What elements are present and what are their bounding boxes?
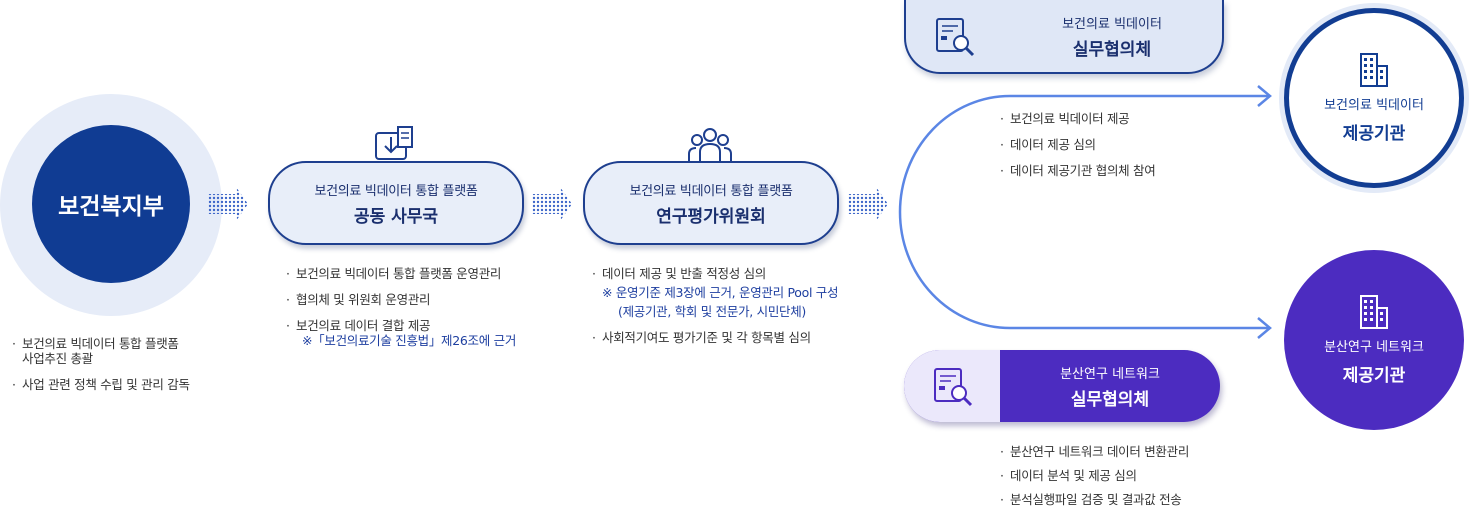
committee-node: 보건의료 빅데이터 통합 플랫폼 연구평가위원회 (583, 161, 839, 245)
bigdata-duty-2: 데이터 제공 심의 (1000, 137, 1240, 152)
committee-title-line2: 연구평가위원회 (656, 206, 766, 227)
distributed-group-node: 분산연구 네트워크 실무협의체 (904, 350, 1220, 422)
distributed-duty-1: 분산연구 네트워크 데이터 변환관리 (1000, 444, 1260, 459)
secretariat-title-line2: 공동 사무국 (353, 206, 439, 227)
distributed-provider-title-line2: 제공기관 (1342, 366, 1406, 386)
bigdata-provider-title-line1: 보건의료 빅데이터 (1324, 98, 1424, 113)
distributed-group-title-line1: 분산연구 네트워크 (1060, 366, 1160, 382)
ministry-duty-1: 보건의료 빅데이터 통합 플랫폼 사업추진 총괄 (12, 336, 232, 366)
distributed-provider-node: 분산연구 네트워크 제공기관 (1284, 250, 1464, 430)
ministry-node: 보건복지부 (32, 125, 190, 283)
document-search-icon (906, 0, 1002, 72)
distributed-duty-3: 분석실행파일 검증 및 결과값 전송 (1000, 492, 1260, 507)
distributed-duty-2: 데이터 분석 및 제공 심의 (1000, 468, 1260, 483)
bigdata-group-title-line2: 실무협의체 (1072, 39, 1152, 60)
committee-duty-1-text: 데이터 제공 및 반출 적정성 심의 (602, 266, 766, 281)
secretariat-duties: 보건의료 빅데이터 통합 플랫폼 운영관리 협의체 및 위원회 운영관리 보건의… (286, 266, 546, 359)
committee-duty-2: 사회적기여도 평가기준 및 각 항목별 심의 (592, 330, 882, 345)
committee-duties: 데이터 제공 및 반출 적정성 심의 ※ 운영기준 제3장에 근거, 운영관리 … (592, 266, 882, 356)
secretariat-title-line1: 보건의료 빅데이터 통합 플랫폼 (314, 183, 478, 199)
building-icon (1360, 53, 1388, 87)
ministry-duties: 보건의료 빅데이터 통합 플랫폼 사업추진 총괄 사업 관련 정책 수립 및 관… (12, 336, 232, 403)
secretariat-duty-1: 보건의료 빅데이터 통합 플랫폼 운영관리 (286, 266, 546, 281)
distributed-provider-title-line1: 분산연구 네트워크 (1324, 340, 1424, 355)
secretariat-duty-3: 보건의료 데이터 결합 제공 ※「보건의료기술 진흥법」제26조에 근거 (286, 318, 546, 348)
branch-curve (898, 94, 1268, 330)
ministry-duty-2: 사업 관련 정책 수립 및 관리 감독 (12, 377, 232, 392)
secretariat-note: ※「보건의료기술 진흥법」제26조에 근거 (302, 333, 517, 348)
secretariat-node: 보건의료 빅데이터 통합 플랫폼 공동 사무국 (268, 161, 524, 245)
distributed-group-title-line2: 실무협의체 (1070, 389, 1150, 410)
dotted-arrow-2 (532, 187, 572, 221)
committee-title-line1: 보건의료 빅데이터 통합 플랫폼 (629, 183, 793, 199)
distributed-group-duties: 분산연구 네트워크 데이터 변환관리 데이터 분석 및 제공 심의 분석실행파일… (1000, 444, 1260, 507)
bigdata-group-duties: 보건의료 빅데이터 제공 데이터 제공 심의 데이터 제공기관 협의체 참여 (1000, 111, 1240, 189)
bigdata-duty-3: 데이터 제공기관 협의체 참여 (1000, 163, 1240, 178)
bigdata-provider-node: 보건의료 빅데이터 제공기관 (1284, 8, 1464, 188)
bigdata-provider-title-line2: 제공기관 (1342, 124, 1406, 144)
committee-note-2: (제공기관, 학회 및 전문가, 시민단체) (618, 304, 806, 319)
bigdata-group-title-line1: 보건의료 빅데이터 (1062, 16, 1162, 32)
committee-note-1: ※ 운영기준 제3장에 근거, 운영관리 Pool 구성 (602, 285, 839, 300)
building-icon (1360, 295, 1388, 329)
dotted-arrow-1 (208, 187, 248, 221)
bigdata-duty-1: 보건의료 빅데이터 제공 (1000, 111, 1240, 126)
dotted-arrow-3 (848, 187, 888, 221)
ministry-label: 보건복지부 (58, 194, 164, 220)
bigdata-group-node: 보건의료 빅데이터 실무협의체 (904, 0, 1224, 74)
committee-duty-1: 데이터 제공 및 반출 적정성 심의 ※ 운영기준 제3장에 근거, 운영관리 … (592, 266, 882, 319)
arrowhead-top (1257, 85, 1272, 107)
arrowhead-bottom (1257, 317, 1272, 339)
secretariat-duty-2: 협의체 및 위원회 운영관리 (286, 292, 546, 307)
secretariat-duty-3-text: 보건의료 데이터 결합 제공 (296, 318, 431, 333)
document-search-icon (904, 350, 1000, 422)
